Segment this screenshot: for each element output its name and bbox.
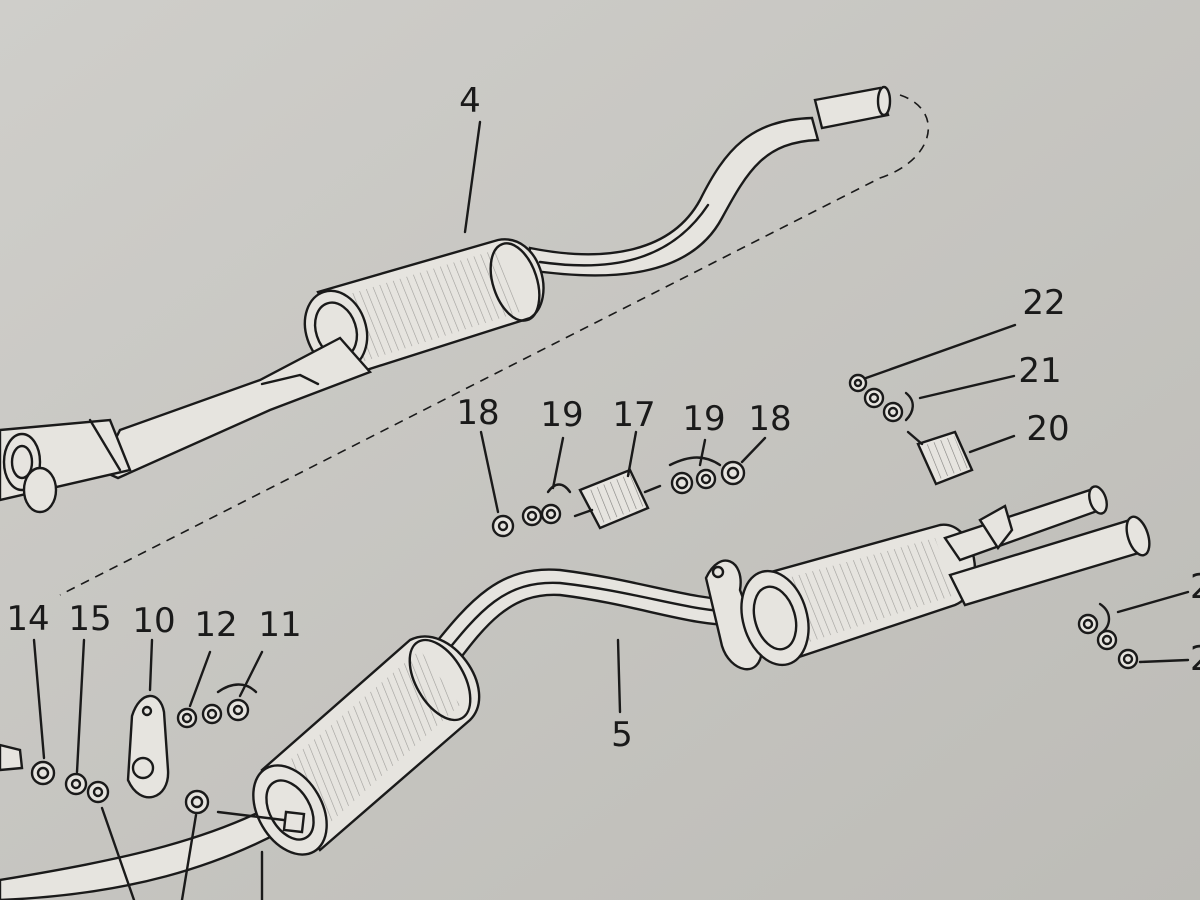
washers-edge-right (1077, 613, 1139, 670)
washers-11 (201, 698, 250, 725)
callout-cut-off-lower: 2 (1190, 639, 1200, 679)
callout-19-left: 19 (540, 395, 583, 435)
callout-21: 21 (1018, 351, 1061, 391)
mounting-rubber-17 (573, 468, 662, 530)
callout-11: 11 (258, 605, 301, 645)
callout-numbers: 4 5 18 19 17 19 18 22 21 20 14 15 10 12 … (6, 81, 1200, 755)
washers-19-left (521, 503, 562, 527)
callout-15: 15 (68, 599, 111, 639)
washer-12 (176, 707, 198, 729)
callout-14: 14 (6, 599, 49, 639)
nut-18-left (491, 514, 515, 538)
washer-lower (184, 789, 210, 815)
washers-21 (863, 387, 904, 423)
clamp-10 (126, 694, 170, 799)
mounting-rubber-20 (906, 430, 974, 486)
exhaust-assembly-5 (0, 485, 1151, 900)
washers-15 (64, 772, 110, 804)
callout-19-right: 19 (682, 399, 725, 439)
nut-18-right (720, 460, 746, 486)
exhaust-assembly-4 (0, 85, 929, 596)
callout-5: 5 (611, 715, 633, 755)
callout-10: 10 (132, 601, 175, 641)
callout-cut-off-upper: 2 (1190, 567, 1200, 607)
nut-14 (30, 760, 56, 786)
washers-19-right (670, 468, 717, 495)
leader-lines (32, 120, 1190, 900)
clamp-edge-left (0, 743, 24, 772)
callout-4: 4 (459, 81, 481, 121)
callout-18-left: 18 (456, 393, 499, 433)
callout-12: 12 (194, 605, 237, 645)
callout-20: 20 (1026, 409, 1069, 449)
callout-17: 17 (612, 395, 655, 435)
callout-22: 22 (1022, 283, 1065, 323)
nut-22 (848, 373, 868, 393)
callout-18-right: 18 (748, 399, 791, 439)
